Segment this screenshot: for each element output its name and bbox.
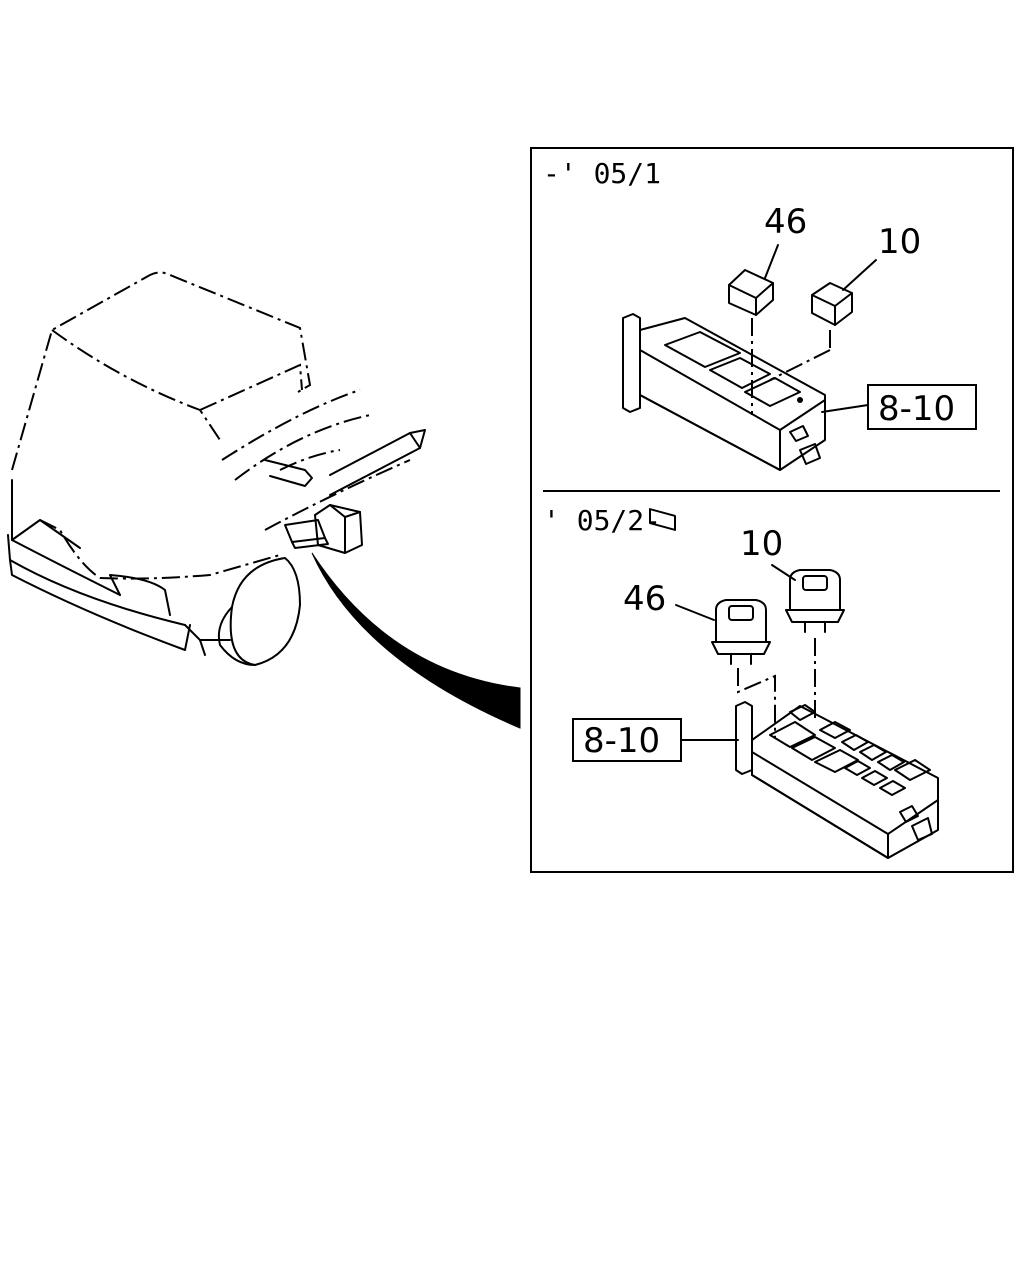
top-leader-10 [842, 259, 877, 291]
top-fuse-relay-box [622, 313, 826, 531]
top-ref-8-10-box [867, 384, 977, 430]
truck-cab-illustration [7, 271, 521, 729]
bottom-leader-10 [771, 564, 796, 581]
top-callout-8-10: 8-10 [878, 389, 955, 429]
top-panel-relay-10 [811, 282, 853, 326]
bottom-callout-8-10: 8-10 [583, 721, 660, 761]
top-callout-10: 10 [878, 222, 921, 262]
bottom-callout-10: 10 [740, 524, 783, 564]
bottom-panel-relay-10 [785, 569, 845, 633]
bottom-panel-header: ' 05/2- [543, 504, 661, 537]
top-leader-8-10 [821, 404, 869, 413]
bottom-panel-relay-46 [711, 599, 771, 665]
bottom-callout-46: 46 [623, 579, 666, 619]
top-callout-46: 46 [764, 202, 807, 242]
top-panel-relay-46 [728, 269, 774, 316]
bottom-leader-46 [675, 604, 715, 621]
detail-panel-frame [530, 147, 1014, 873]
bottom-fuse-relay-box [735, 701, 939, 859]
top-panel-header: -' 05/1 [543, 157, 661, 190]
top-leader-46 [764, 244, 779, 279]
